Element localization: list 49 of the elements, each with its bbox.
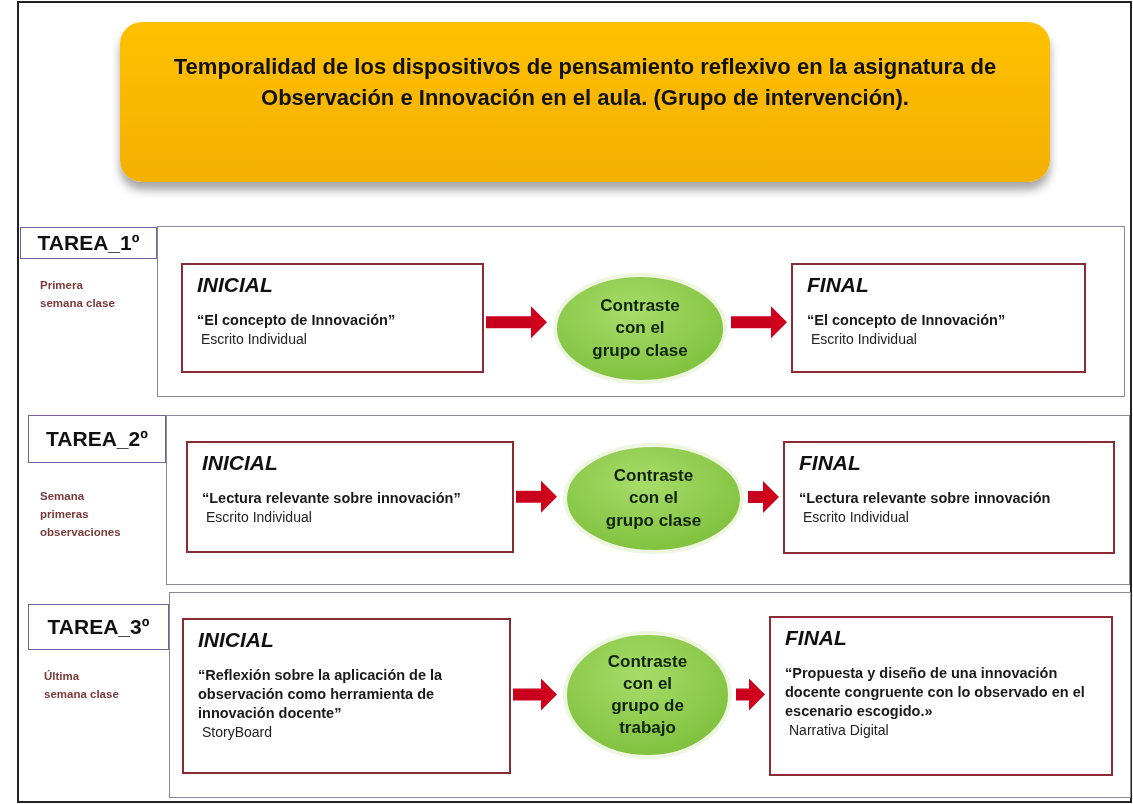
task-panel [157, 226, 1125, 397]
ellipse-node [561, 629, 734, 761]
arrow [516, 480, 557, 513]
process-box [791, 263, 1086, 373]
arrow [731, 306, 787, 339]
task-panel [166, 415, 1130, 585]
task-label: TAREA_1º [37, 231, 140, 255]
box-heading: INICIAL [202, 451, 279, 475]
box-heading: INICIAL [197, 273, 274, 297]
box-text: “El concepto de Innovación” [807, 311, 1007, 330]
task-timing: Primera semana clase [40, 278, 116, 311]
process-box [182, 618, 511, 774]
box-note: Narrativa Digital [789, 721, 890, 738]
process-box [769, 616, 1113, 776]
ellipse-label: Contraste con el grupo clase [592, 295, 688, 362]
box-text: “Reflexión sobre la aplicación de la observación como herramienta de innovación docente” [198, 666, 444, 723]
arrow [513, 678, 557, 711]
box-note: Escrito Individual [811, 330, 918, 347]
arrow [748, 481, 779, 513]
box-note: Escrito Individual [201, 330, 308, 347]
task-label: TAREA_2º [46, 427, 148, 451]
task-tab [28, 604, 169, 650]
arrow [736, 678, 765, 711]
task-tab [20, 227, 157, 259]
box-text: “El concepto de Innovación” [197, 311, 397, 330]
box-text: “Propuesta y diseño de una innovación docente congruente con lo observado en el escenario escogido.» [785, 664, 1086, 721]
ellipse-label: Contraste con el grupo de trabajo [606, 650, 689, 740]
process-box [783, 441, 1115, 554]
task-tab [28, 415, 166, 463]
task-label: TAREA_3º [47, 615, 150, 639]
box-text: “Lectura relevante sobre innovación” [202, 489, 462, 508]
task-timing: Última semana clase [44, 669, 120, 702]
task-panel [169, 592, 1131, 798]
ellipse-node [551, 271, 729, 386]
title: Temporalidad de los dispositivos de pensamiento reflexivo en la asignatura de Observación e Innovación en el aula. (Grupo de intervención). [172, 53, 998, 112]
box-heading: FINAL [807, 273, 870, 297]
box-heading: FINAL [785, 626, 848, 650]
ellipse-label: Contraste con el grupo clase [605, 465, 702, 532]
box-note: StoryBoard [202, 723, 274, 740]
process-box [186, 441, 514, 553]
arrow [486, 306, 547, 339]
box-note: Escrito Individual [803, 508, 910, 525]
box-heading: INICIAL [198, 628, 275, 652]
box-text: “Lectura relevante sobre innovación [799, 489, 1052, 508]
task-timing: Semana primeras observaciones [40, 489, 120, 540]
process-box [181, 263, 484, 373]
ellipse-node [561, 441, 746, 556]
box-heading: FINAL [799, 451, 862, 475]
box-note: Escrito Individual [206, 508, 313, 525]
